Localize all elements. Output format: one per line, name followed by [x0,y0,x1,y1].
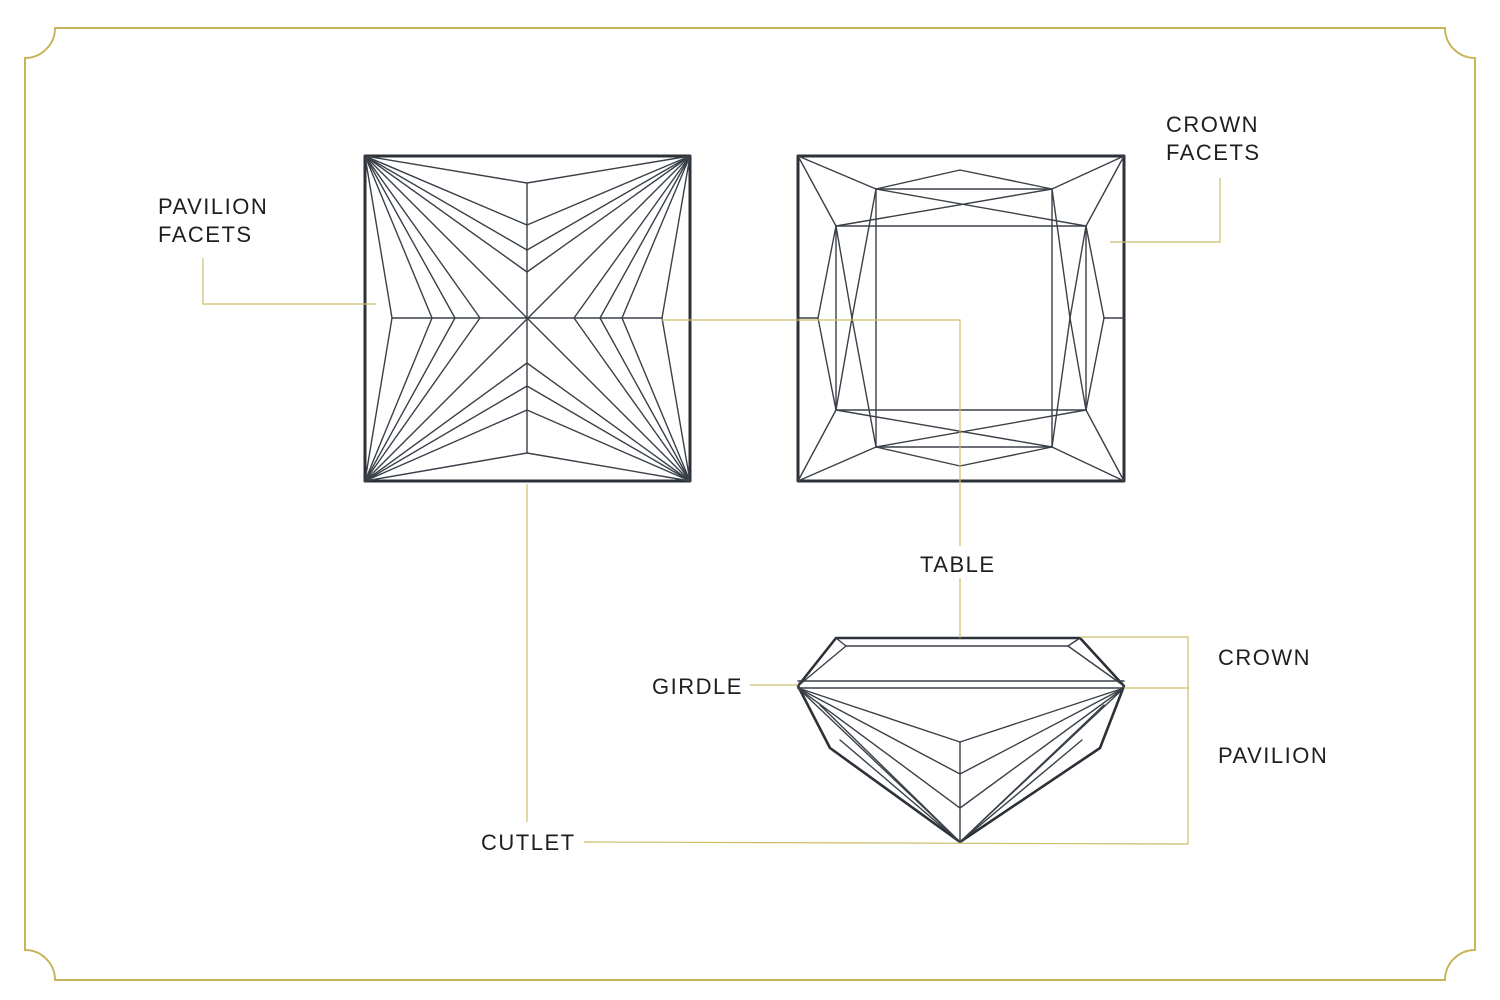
label-pavilion-facets-line1: PAVILION [158,194,268,219]
label-crown: CROWN [1218,645,1311,670]
leader-culet-horizontal [583,841,1189,845]
label-crown-facets-line2: FACETS [1166,140,1261,165]
crown-view [796,154,1126,483]
profile-outline [796,636,1126,844]
leader-table-upper [662,319,961,546]
crown-facet-lines [797,155,1125,482]
pavilion-outline [363,154,692,483]
label-table: TABLE [920,552,996,577]
label-pavilion-facets-line2: FACETS [158,222,253,247]
label-girdle: GIRDLE [652,674,743,699]
pavilion-view [363,154,692,483]
leader-crown-bracket [1080,636,1189,689]
leader-crown-facets [1110,178,1221,243]
labels: PAVILION FACETS CROWN FACETS TABLE CROWN… [158,112,1328,855]
label-pavilion: PAVILION [1218,743,1328,768]
leader-pavilion-facets [202,258,376,305]
label-culet: CUTLET [481,830,576,855]
pavilion-facet-lines [364,155,691,482]
profile-view [796,636,1126,844]
label-crown-facets-line1: CROWN [1166,112,1259,137]
profile-facet-lines [797,637,1125,843]
leader-lines [202,178,1221,845]
decorative-frame [24,27,1476,981]
